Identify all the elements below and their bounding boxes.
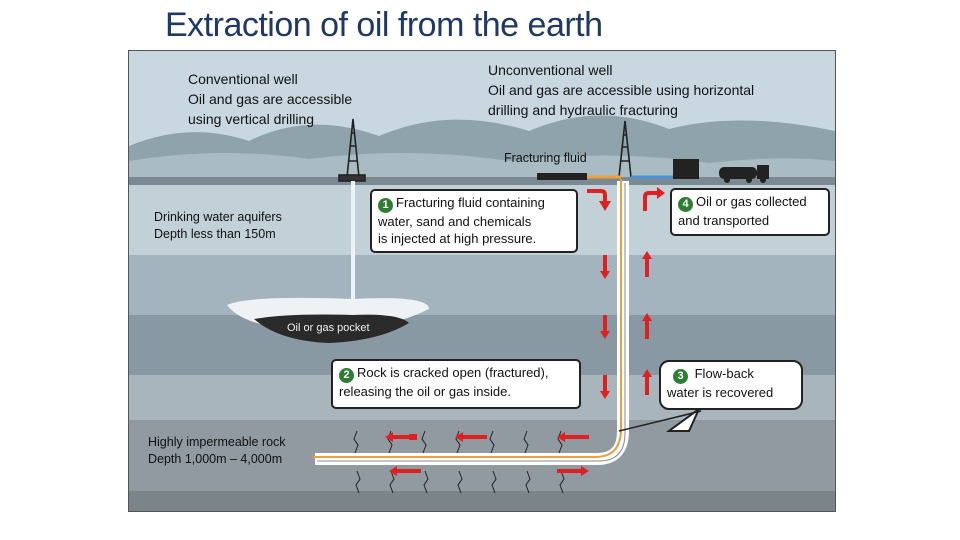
step-4-line2: and transported	[678, 213, 770, 228]
step-1-line3: is injected at high pressure.	[378, 231, 537, 246]
rock-line1: Highly impermeable rock	[148, 435, 286, 449]
aquifers-line1: Drinking water aquifers	[154, 210, 282, 224]
step-3-box: 3 Flow-back water is recovered	[659, 360, 803, 410]
flow-arrows	[385, 187, 665, 476]
pocket-label: Oil or gas pocket	[287, 322, 370, 334]
step3-pointer	[665, 405, 702, 432]
unconventional-line1: Oil and gas are accessible using horizon…	[488, 82, 755, 98]
vertical-wellbore	[351, 181, 355, 307]
step3-pointer-tail	[618, 410, 702, 432]
oil-gas-pocket	[254, 314, 409, 343]
horizontal-wellbore	[315, 181, 629, 465]
step-2-line2: releasing the oil or gas inside.	[339, 384, 511, 399]
step-3-badge: 3	[673, 369, 688, 384]
step-2-line1: Rock is cracked open (fractured),	[357, 365, 549, 380]
hills	[129, 152, 835, 181]
step-1-line2: water, sand and chemicals	[378, 214, 532, 229]
geology-illustration	[129, 51, 835, 511]
conventional-line2: using vertical drilling	[188, 111, 315, 127]
conventional-line1: Oil and gas are accessible	[188, 91, 353, 107]
ground-surface	[129, 177, 835, 185]
diagram-panel: Conventional well Oil and gas are access…	[128, 50, 836, 512]
unconventional-derrick	[618, 120, 632, 178]
unconventional-well-text: Unconventional well Oil and gas are acce…	[488, 60, 754, 120]
step-2-badge: 2	[339, 368, 354, 383]
conventional-heading: Conventional well	[188, 71, 298, 87]
aquifers-label: Drinking water aquifers Depth less than …	[154, 209, 282, 243]
storage-tank	[673, 159, 699, 179]
pump-equipment	[537, 173, 587, 180]
unconventional-line2: drilling and hydraulic fracturing	[488, 102, 678, 118]
rock-line2: Depth 1,000m – 4,000m	[148, 452, 283, 466]
conventional-well-text: Conventional well Oil and gas are access…	[188, 69, 352, 129]
unconventional-heading: Unconventional well	[488, 62, 613, 78]
step-4-line1: Oil or gas collected	[696, 194, 807, 209]
fluid-flow-line	[313, 179, 622, 458]
tanker-truck	[719, 165, 769, 183]
fractures	[353, 430, 565, 494]
step-3-line1: Flow-back	[691, 366, 754, 381]
step-4-badge: 4	[678, 197, 693, 212]
step-1-line1: Fracturing fluid containing	[396, 195, 545, 210]
deep-rock-layer	[129, 491, 835, 511]
fracturing-fluid-label: Fracturing fluid	[504, 151, 587, 165]
step-3-line2: water is recovered	[667, 385, 774, 400]
page-title: Extraction of oil from the earth	[165, 6, 603, 44]
aquifers-line2: Depth less than 150m	[154, 227, 276, 241]
casing-line	[317, 183, 626, 462]
rock-label: Highly impermeable rock Depth 1,000m – 4…	[148, 434, 286, 468]
step-1-badge: 1	[378, 198, 393, 213]
